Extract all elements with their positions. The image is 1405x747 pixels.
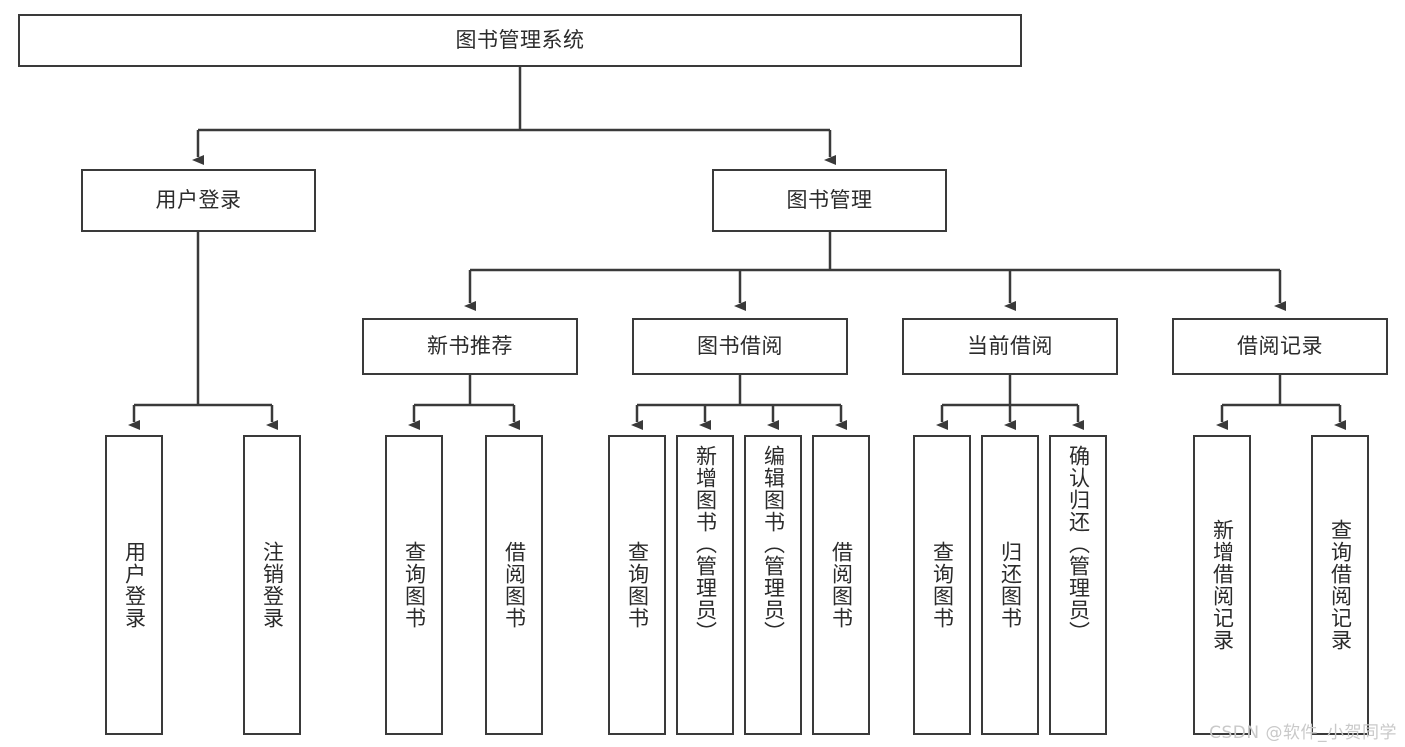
node-book-management-system[interactable]: 图书管理系统 <box>18 14 1022 67</box>
node-label: 确认归还（管理员） <box>1066 445 1091 643</box>
node-book-management[interactable]: 图书管理 <box>712 169 947 232</box>
node-label: 查询图书 <box>625 541 650 629</box>
leaf-user-login-login[interactable]: 用户登录 <box>105 435 163 735</box>
node-label: 用户登录 <box>122 541 147 629</box>
node-label: 用户登录 <box>155 188 242 213</box>
node-label: 归还图书 <box>998 541 1023 629</box>
leaf-current-return-book[interactable]: 归还图书 <box>981 435 1039 735</box>
node-label: 图书借阅 <box>697 334 783 359</box>
csdn-watermark: CSDN @软件_小贺同学 <box>1209 723 1397 743</box>
node-label: 图书管理系统 <box>455 28 585 53</box>
leaf-borrow-edit-book-admin[interactable]: 编辑图书（管理员） <box>744 435 802 735</box>
leaf-user-login-logout[interactable]: 注销登录 <box>243 435 301 735</box>
node-label: 新增借阅记录 <box>1210 519 1235 651</box>
node-label: 查询借阅记录 <box>1328 519 1353 651</box>
node-label: 借阅图书 <box>829 541 854 629</box>
node-label: 新增图书（管理员） <box>693 445 718 643</box>
leaf-borrow-add-book-admin[interactable]: 新增图书（管理员） <box>676 435 734 735</box>
leaf-recommend-borrow-book[interactable]: 借阅图书 <box>485 435 543 735</box>
node-user-login[interactable]: 用户登录 <box>81 169 316 232</box>
node-label: 借阅记录 <box>1237 334 1323 359</box>
node-label: 查询图书 <box>930 541 955 629</box>
leaf-record-add-borrow-record[interactable]: 新增借阅记录 <box>1193 435 1251 735</box>
node-label: 图书管理 <box>786 188 873 213</box>
leaf-borrow-query-book[interactable]: 查询图书 <box>608 435 666 735</box>
node-current-borrow[interactable]: 当前借阅 <box>902 318 1118 375</box>
node-label: 注销登录 <box>260 541 285 629</box>
leaf-current-query-book[interactable]: 查询图书 <box>913 435 971 735</box>
leaf-borrow-borrow-book[interactable]: 借阅图书 <box>812 435 870 735</box>
node-label: 当前借阅 <box>967 334 1053 359</box>
node-label: 编辑图书（管理员） <box>761 445 786 643</box>
node-borrow-record[interactable]: 借阅记录 <box>1172 318 1388 375</box>
leaf-current-confirm-return-admin[interactable]: 确认归还（管理员） <box>1049 435 1107 735</box>
node-label: 新书推荐 <box>427 334 513 359</box>
node-label: 借阅图书 <box>502 541 527 629</box>
node-new-book-recommend[interactable]: 新书推荐 <box>362 318 578 375</box>
node-book-borrow[interactable]: 图书借阅 <box>632 318 848 375</box>
leaf-record-query-borrow-record[interactable]: 查询借阅记录 <box>1311 435 1369 735</box>
node-label: 查询图书 <box>402 541 427 629</box>
leaf-recommend-query-book[interactable]: 查询图书 <box>385 435 443 735</box>
